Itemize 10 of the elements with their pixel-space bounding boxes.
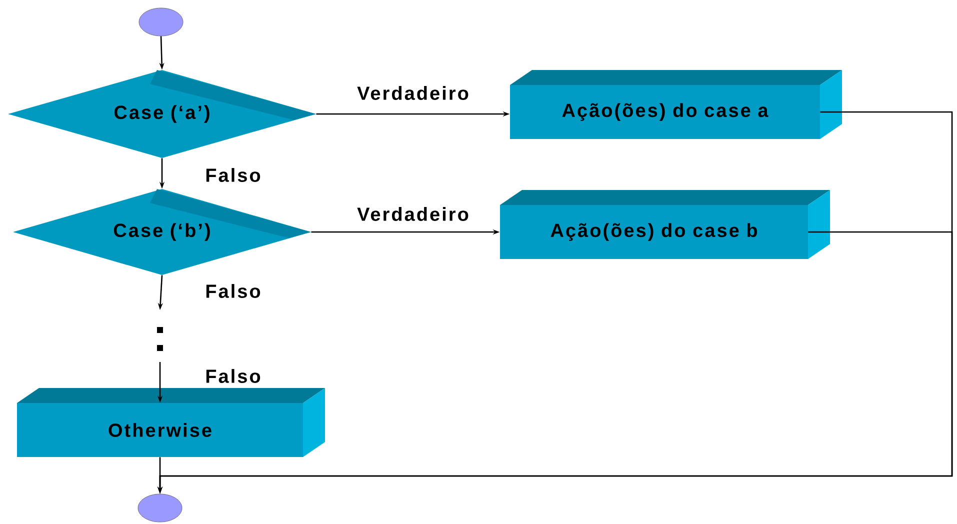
process-box: Otherwise — [17, 388, 325, 457]
edge-label: Falso — [206, 369, 260, 383]
edge-label: Falso — [206, 168, 260, 182]
process-box: Ação(ões) do case a — [510, 70, 842, 139]
terminal-circle — [138, 8, 184, 36]
edge-label: Falso — [206, 284, 260, 298]
edge-label: Verdadeiro — [357, 207, 468, 221]
terminal-circle — [138, 494, 182, 522]
process-box: Ação(ões) do case b — [500, 190, 830, 259]
edge-label: Verdadeiro — [357, 86, 468, 100]
